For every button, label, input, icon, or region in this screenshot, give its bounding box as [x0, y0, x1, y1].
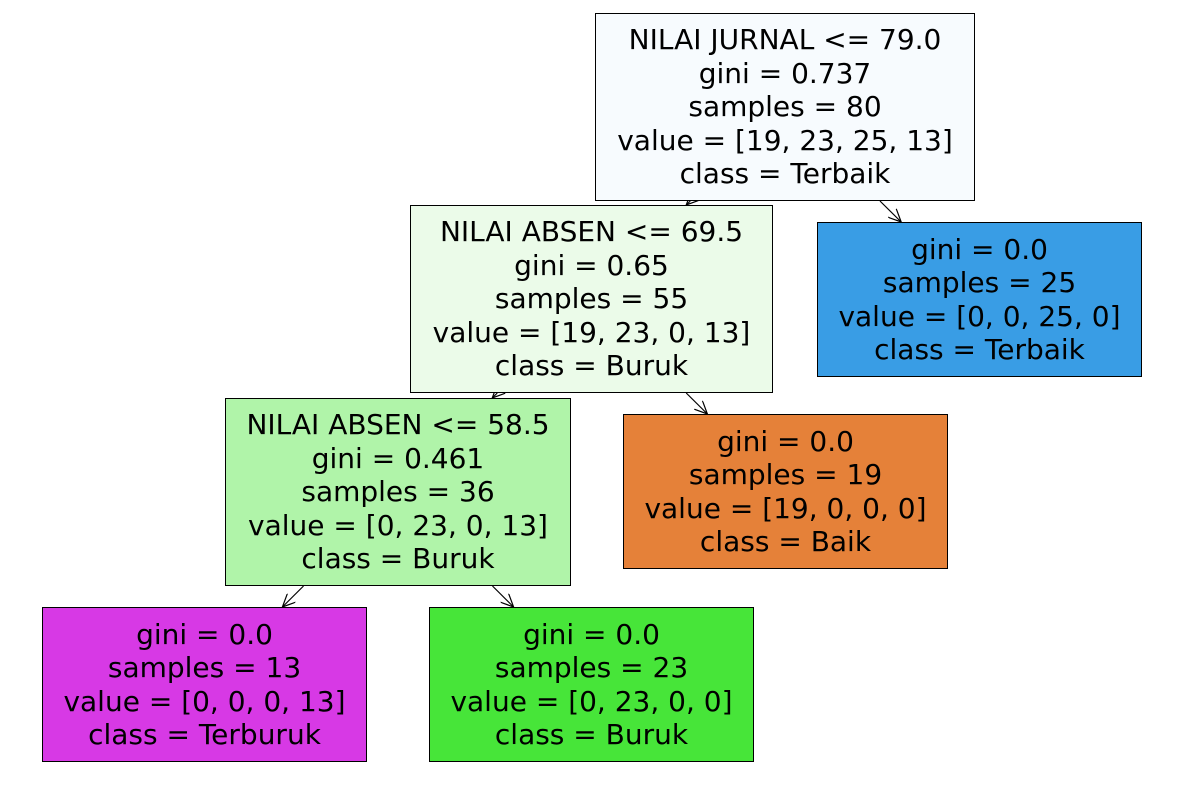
node-gini-label: gini = 0.737: [698, 56, 872, 90]
node-value-label: value = [0, 0, 25, 0]: [838, 299, 1121, 333]
tree-edge-arrow: [879, 200, 901, 222]
node-class-label: class = Terbaik: [874, 333, 1085, 366]
node-samples-label: samples = 13: [107, 651, 302, 684]
tree-edge-arrow: [685, 392, 707, 414]
tree-node-nilai-absen-69-5: NILAI ABSEN <= 69.5 gini = 0.65 samples …: [410, 205, 773, 393]
node-class-label: class = Baik: [699, 525, 872, 558]
node-gini-label: gini = 0.0: [136, 617, 273, 651]
node-class-label: class = Buruk: [301, 542, 495, 576]
tree-leaf-buruk: gini = 0.0 samples = 23 value = [0, 23, …: [429, 607, 754, 762]
node-class-label: class = Terbaik: [679, 157, 891, 191]
node-gini-label: gini = 0.461: [311, 441, 485, 475]
node-split-label: NILAI JURNAL <= 79.0: [628, 23, 942, 57]
tree-leaf-baik: gini = 0.0 samples = 19 value = [19, 0, …: [623, 414, 948, 569]
node-samples-label: samples = 36: [301, 475, 495, 509]
node-class-label: class = Terburuk: [88, 718, 321, 751]
node-value-label: value = [0, 0, 0, 13]: [63, 684, 346, 718]
tree-leaf-terburuk: gini = 0.0 samples = 13 value = [0, 0, 0…: [42, 607, 367, 762]
node-value-label: value = [19, 23, 0, 13]: [432, 315, 751, 349]
node-class-label: class = Buruk: [494, 718, 689, 751]
node-value-label: value = [19, 23, 25, 13]: [617, 123, 953, 157]
node-gini-label: gini = 0.0: [523, 617, 660, 651]
tree-leaf-terbaik: gini = 0.0 samples = 25 value = [0, 0, 2…: [817, 222, 1142, 377]
node-gini-label: gini = 0.0: [911, 232, 1048, 266]
node-gini-label: gini = 0.65: [514, 248, 669, 282]
tree-edge-arrow: [282, 585, 304, 607]
node-class-label: class = Buruk: [494, 349, 689, 383]
node-samples-label: samples = 19: [688, 458, 883, 491]
node-samples-label: samples = 80: [688, 90, 882, 124]
tree-node-nilai-absen-58-5: NILAI ABSEN <= 58.5 gini = 0.461 samples…: [225, 398, 571, 586]
node-value-label: value = [0, 23, 0, 13]: [248, 508, 548, 542]
node-split-label: NILAI ABSEN <= 69.5: [439, 215, 744, 249]
tree-edge-arrow: [492, 585, 513, 607]
node-gini-label: gini = 0.0: [717, 424, 854, 458]
node-samples-label: samples = 25: [882, 266, 1077, 299]
node-samples-label: samples = 23: [494, 651, 689, 684]
tree-edge-arrow: [686, 201, 690, 205]
node-value-label: value = [19, 0, 0, 0]: [644, 491, 927, 525]
node-samples-label: samples = 55: [494, 282, 689, 316]
node-value-label: value = [0, 23, 0, 0]: [450, 684, 733, 718]
tree-edge-arrow: [492, 393, 497, 398]
tree-node-root: NILAI JURNAL <= 79.0 gini = 0.737 sample…: [595, 13, 975, 201]
node-split-label: NILAI ABSEN <= 58.5: [246, 408, 550, 442]
